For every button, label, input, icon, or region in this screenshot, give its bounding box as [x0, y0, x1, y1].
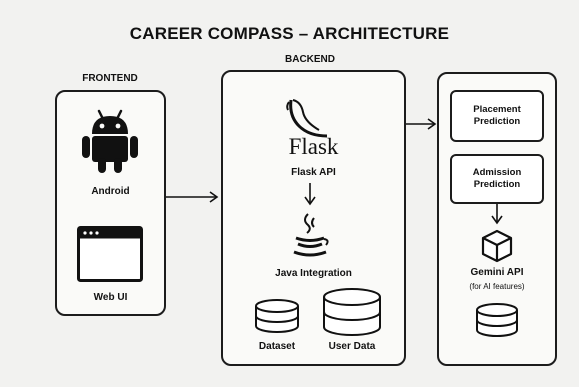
arrow-frontend-to-backend — [166, 191, 219, 203]
arrow-flask-to-java — [304, 183, 316, 206]
backend-label: BACKEND — [285, 54, 335, 65]
android-icon — [82, 109, 138, 173]
cube-icon — [481, 229, 513, 263]
placement-label-line2: Prediction — [473, 116, 521, 127]
arrow-backend-to-services — [406, 118, 437, 130]
java-coffee-icon — [293, 213, 329, 257]
gemini-database-icon — [476, 303, 518, 337]
diagram-title: CAREER COMPASS – ARCHITECTURE — [129, 24, 450, 43]
placement-prediction-box: Placement Prediction — [450, 90, 544, 142]
placement-label-line1: Placement — [473, 104, 521, 115]
android-label: Android — [91, 186, 130, 197]
gemini-note: (for AI features) — [469, 282, 525, 291]
user-data-label: User Data — [328, 341, 376, 352]
dataset-database-icon — [255, 299, 299, 333]
web-ui-label: Web UI — [93, 292, 128, 303]
admission-label-line1: Admission — [472, 167, 522, 178]
flask-wordmark: Flask — [288, 134, 339, 159]
browser-window-icon — [77, 226, 143, 282]
gemini-api-label: Gemini API — [470, 267, 524, 278]
admission-prediction-box: Admission Prediction — [450, 154, 544, 204]
admission-label-line2: Prediction — [473, 179, 521, 190]
user-data-database-icon — [323, 288, 381, 336]
flask-api-label: Flask API — [291, 167, 336, 178]
frontend-label: FRONTEND — [82, 73, 138, 84]
java-integration-label: Java Integration — [275, 268, 352, 279]
flask-horn-icon — [286, 99, 328, 138]
dataset-label: Dataset — [258, 341, 296, 352]
arrow-admission-to-gemini — [491, 204, 503, 225]
